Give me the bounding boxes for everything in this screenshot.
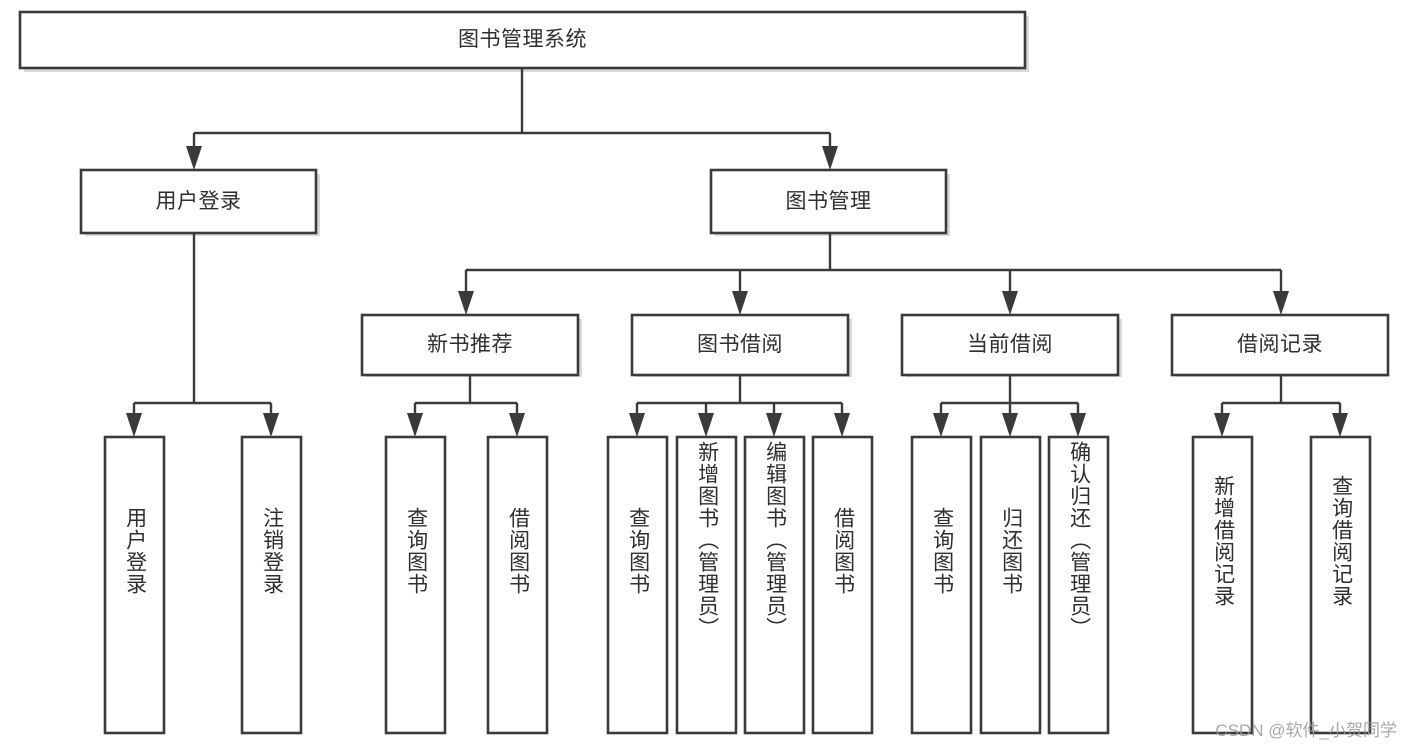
node-box-leaf-user-login[interactable] bbox=[103, 435, 166, 735]
node-box-leaf-query-book-3[interactable] bbox=[910, 435, 973, 735]
node-box-leaf-query-record[interactable] bbox=[1309, 435, 1372, 735]
node-box-leaf-confirm-return[interactable] bbox=[1047, 435, 1110, 735]
node-box-leaf-borrow-book-2[interactable] bbox=[811, 435, 874, 735]
node-box-current-borrow[interactable] bbox=[900, 313, 1120, 377]
node-box-leaf-add-book[interactable] bbox=[675, 435, 738, 735]
connector-newbook-to-leaves bbox=[407, 375, 525, 437]
node-box-new-book-rec[interactable] bbox=[360, 313, 580, 377]
node-box-book-borrow[interactable] bbox=[630, 313, 850, 377]
node-box-leaf-query-book-1[interactable] bbox=[384, 435, 447, 735]
node-box-book-manage[interactable] bbox=[709, 168, 948, 235]
node-box-leaf-logout[interactable] bbox=[240, 435, 303, 735]
node-box-leaf-query-book-2[interactable] bbox=[606, 435, 669, 735]
csdn-watermark: CSDN @软件_小贺同学 bbox=[1215, 721, 1397, 740]
node-box-leaf-add-record[interactable] bbox=[1191, 435, 1254, 735]
node-box-user-login[interactable] bbox=[79, 168, 318, 235]
connector-bookmanage-to-level3 bbox=[458, 233, 1289, 315]
node-box-borrow-record[interactable] bbox=[1170, 313, 1390, 377]
connector-currentborrow-to-leaves bbox=[933, 375, 1086, 437]
node-box-root[interactable] bbox=[18, 10, 1027, 70]
connector-bookborrow-to-leaves bbox=[629, 375, 850, 437]
connector-borrowrecord-to-leaves bbox=[1214, 375, 1348, 437]
node-box-leaf-edit-book[interactable] bbox=[743, 435, 806, 735]
node-box-leaf-borrow-book-1[interactable] bbox=[486, 435, 549, 735]
connector-root-to-level2 bbox=[186, 68, 838, 170]
node-box-leaf-return-book[interactable] bbox=[979, 435, 1042, 735]
connector-userlogin-to-leaves bbox=[126, 233, 279, 437]
